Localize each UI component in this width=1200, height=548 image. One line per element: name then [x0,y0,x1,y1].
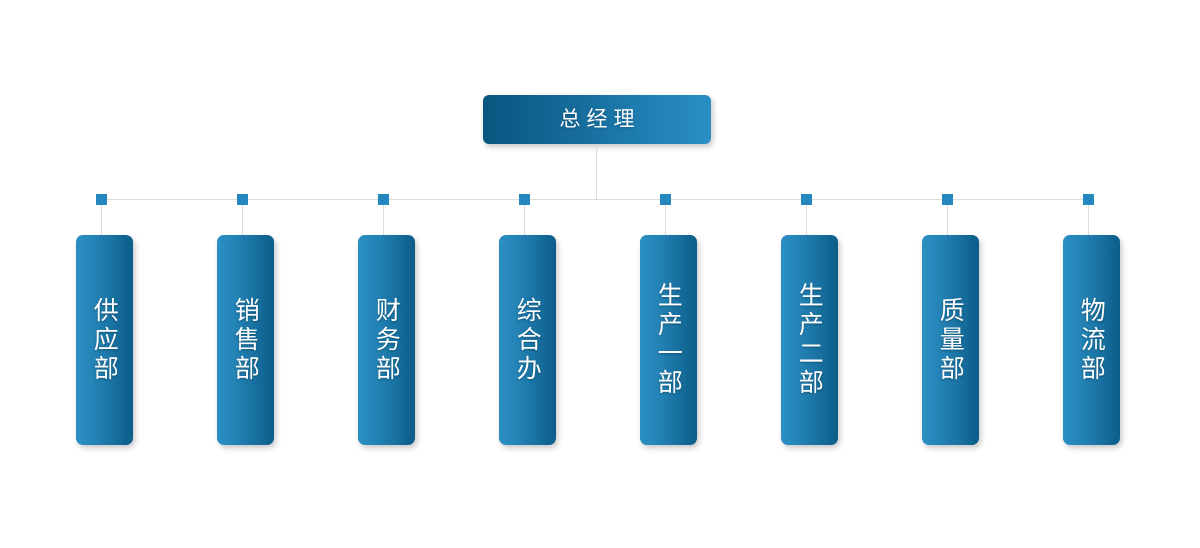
org-node-label: 总经理 [559,107,641,131]
org-node-department-quality[interactable]: 质量部 [922,235,979,445]
connector-drop-line [665,199,666,236]
connector-node-marker [1083,194,1094,205]
org-node-label: 销售部 [231,296,261,384]
org-node-department-supply[interactable]: 供应部 [76,235,133,445]
connector-node-marker [378,194,389,205]
org-node-department-sales[interactable]: 销售部 [217,235,274,445]
connector-drop-line [1088,199,1089,236]
org-node-department-production-2[interactable]: 生产二部 [781,235,838,445]
org-node-department-logistics[interactable]: 物流部 [1063,235,1120,445]
org-node-label: 质量部 [936,296,966,384]
connector-drop-line [242,199,243,236]
connector-drop-line [524,199,525,236]
org-node-label: 综合办 [513,296,543,384]
connector-bus-line [96,199,1093,200]
org-node-label: 物流部 [1077,296,1107,384]
connector-node-marker [942,194,953,205]
org-node-department-production-1[interactable]: 生产一部 [640,235,697,445]
connector-node-marker [237,194,248,205]
org-node-general-manager[interactable]: 总经理 [483,95,711,144]
connector-drop-line [383,199,384,236]
connector-node-marker [660,194,671,205]
org-node-label: 生产二部 [795,282,825,398]
connector-node-marker [96,194,107,205]
connector-drop-line [947,199,948,236]
org-node-department-finance[interactable]: 财务部 [358,235,415,445]
connector-drop-line [806,199,807,236]
connector-node-marker [801,194,812,205]
org-node-department-general-office[interactable]: 综合办 [499,235,556,445]
org-node-label: 财务部 [372,296,402,384]
connector-drop-line [101,199,102,236]
org-node-label: 生产一部 [654,282,684,398]
org-node-label: 供应部 [90,296,120,384]
connector-node-marker [519,194,530,205]
connector-trunk-line [596,144,597,200]
